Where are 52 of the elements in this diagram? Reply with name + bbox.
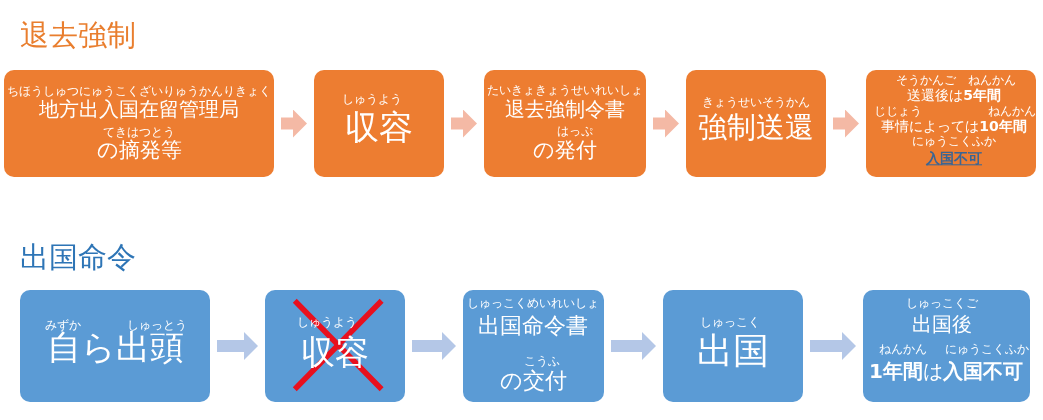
step-text: 事情によっては10年間 — [881, 119, 1027, 135]
furigana-text: しゅっこく — [700, 316, 760, 330]
furigana-text: はっぷ — [557, 125, 593, 139]
furigana-text: そうかんご — [896, 74, 956, 88]
furigana-text: じじょう — [874, 105, 922, 119]
step-text: 強制送還 — [698, 112, 814, 144]
furigana-text: ねんかん — [879, 343, 927, 357]
arrow — [217, 332, 258, 360]
arrow — [833, 109, 859, 138]
furigana-text: しゅっこくめいれいしょ — [467, 297, 599, 311]
arrow — [281, 109, 307, 138]
furigana-text: ねんかん — [968, 74, 1016, 88]
furigana-text: ちほうしゅつにゅうこくざいりゅうかんりきょく — [7, 85, 271, 99]
step-text: の交付 — [499, 368, 567, 394]
process-box — [863, 290, 1030, 402]
step-text: 収容 — [345, 109, 413, 147]
arrow — [653, 109, 679, 138]
furigana-text: にゅうこくふか — [912, 135, 996, 149]
arrow — [412, 332, 456, 360]
step-text: 送還後は5年間 — [907, 88, 1001, 104]
arrow — [451, 109, 477, 138]
process-box — [314, 70, 444, 177]
step-text: の摘発等 — [96, 139, 182, 163]
furigana-text: きょうせいそうかん — [702, 96, 810, 110]
furigana-text: しゅうよう — [342, 93, 402, 107]
step-text: の発付 — [533, 139, 597, 163]
arrow — [810, 332, 856, 360]
step-text: 1年間は入国不可 — [869, 360, 1023, 382]
process-box — [463, 290, 604, 402]
process-box — [866, 70, 1036, 177]
process-box — [20, 290, 210, 402]
furigana-text: みずか — [45, 319, 81, 333]
furigana-text: にゅうこくふか — [945, 343, 1029, 357]
furigana-text: こうふ — [524, 355, 560, 369]
process-box — [663, 290, 803, 402]
process-box — [265, 290, 405, 402]
step-text: 出国後 — [912, 313, 972, 335]
step-text: 出国命令書 — [478, 313, 588, 339]
section-heading: 退去強制 — [20, 17, 136, 54]
process-box — [686, 70, 826, 177]
process-box — [4, 70, 274, 177]
furigana-text: たいきょきょうせいれいしょ — [487, 84, 643, 98]
step-text: 入国不可 — [926, 151, 982, 167]
step-text: 出国 — [697, 331, 769, 371]
furigana-text: てきはつとう — [103, 126, 175, 140]
furigana-text: しゅっこくご — [906, 297, 978, 311]
step-text: 退去強制令書 — [505, 98, 625, 120]
arrow — [611, 332, 656, 360]
furigana-text: ねんかん — [988, 105, 1036, 119]
step-text: 地方出入国在留管理局 — [39, 98, 239, 120]
process-box — [484, 70, 646, 177]
section-heading: 出国命令 — [20, 239, 136, 276]
